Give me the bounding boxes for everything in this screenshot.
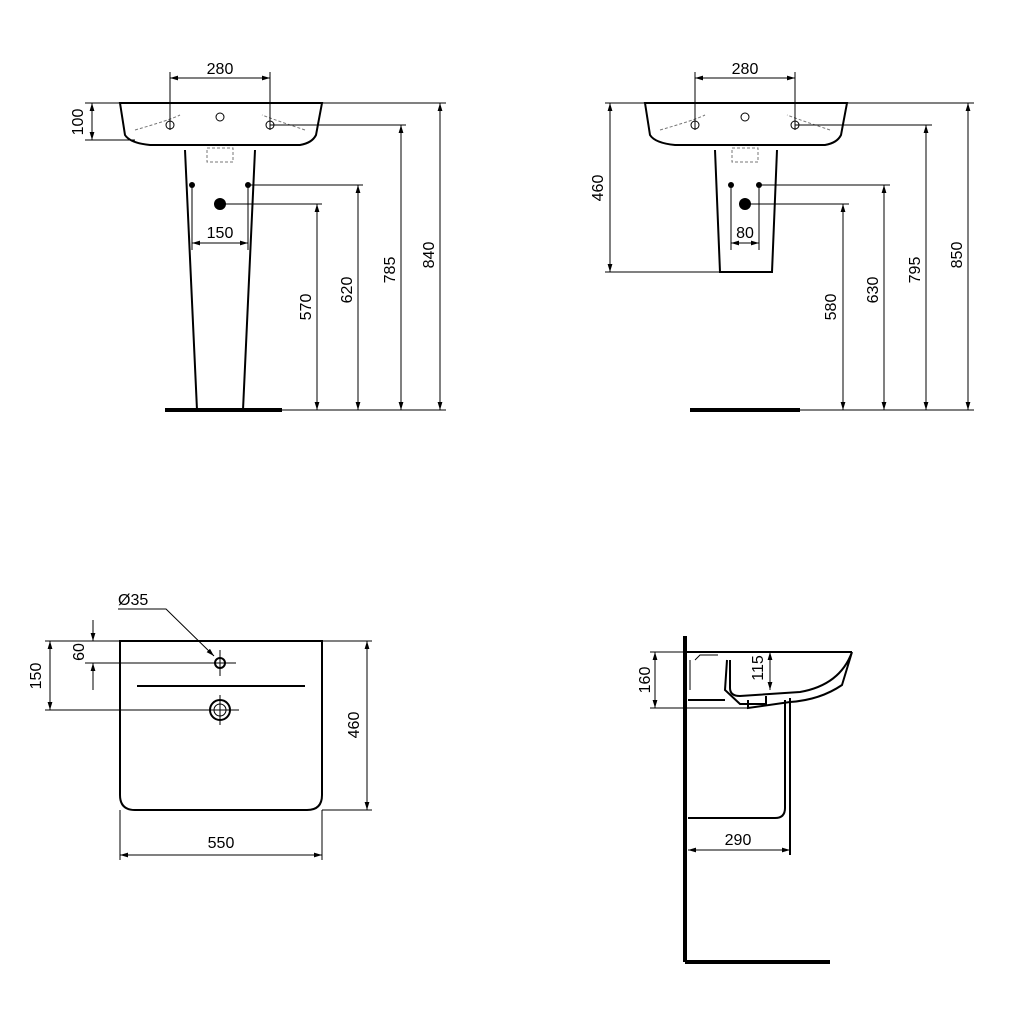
front-view-semi-pedestal: 280 460 80 580 630 795 850 [590, 61, 974, 412]
dim-basin-height: 160 [637, 667, 654, 694]
basin-outline [643, 102, 849, 146]
dim-tap-hole-diameter: Ø35 [118, 592, 148, 609]
dim-overflow-height: 785 [382, 257, 399, 284]
dim-waste-offset: 150 [28, 663, 45, 690]
dim-pedestal-holes: 80 [736, 225, 754, 242]
dim-waste-height: 580 [823, 294, 840, 321]
front-view-pedestal: 280 100 150 570 620 785 840 [70, 61, 446, 412]
pedestal [184, 149, 256, 411]
basin-plan-outline [119, 640, 323, 811]
dim-pedestal-depth: 290 [725, 832, 752, 849]
dim-tap-spacing: 280 [732, 61, 759, 78]
plan-view: 60 150 460 550 Ø35 [28, 592, 372, 860]
side-view: 160 115 290 [637, 636, 853, 964]
dim-supply-height: 630 [865, 277, 882, 304]
basin-outline [118, 102, 324, 146]
dim-overflow-height: 795 [907, 257, 924, 284]
dim-rim-depth: 100 [70, 109, 87, 136]
dim-tap-hole-offset: 60 [71, 643, 88, 661]
dim-tap-spacing: 280 [207, 61, 234, 78]
pedestal-profile [688, 700, 786, 819]
dim-bowl-depth: 115 [750, 655, 767, 681]
dim-waste-height: 570 [298, 294, 315, 321]
dim-rim-height: 850 [949, 242, 966, 269]
dim-rim-height: 840 [421, 242, 438, 269]
semi-pedestal [714, 149, 778, 273]
dim-depth: 460 [346, 712, 363, 739]
dim-pedestal-holes: 150 [207, 225, 234, 242]
dim-supply-height: 620 [339, 277, 356, 304]
dim-width: 550 [208, 835, 235, 852]
dim-semi-pedestal-height: 460 [590, 175, 607, 202]
